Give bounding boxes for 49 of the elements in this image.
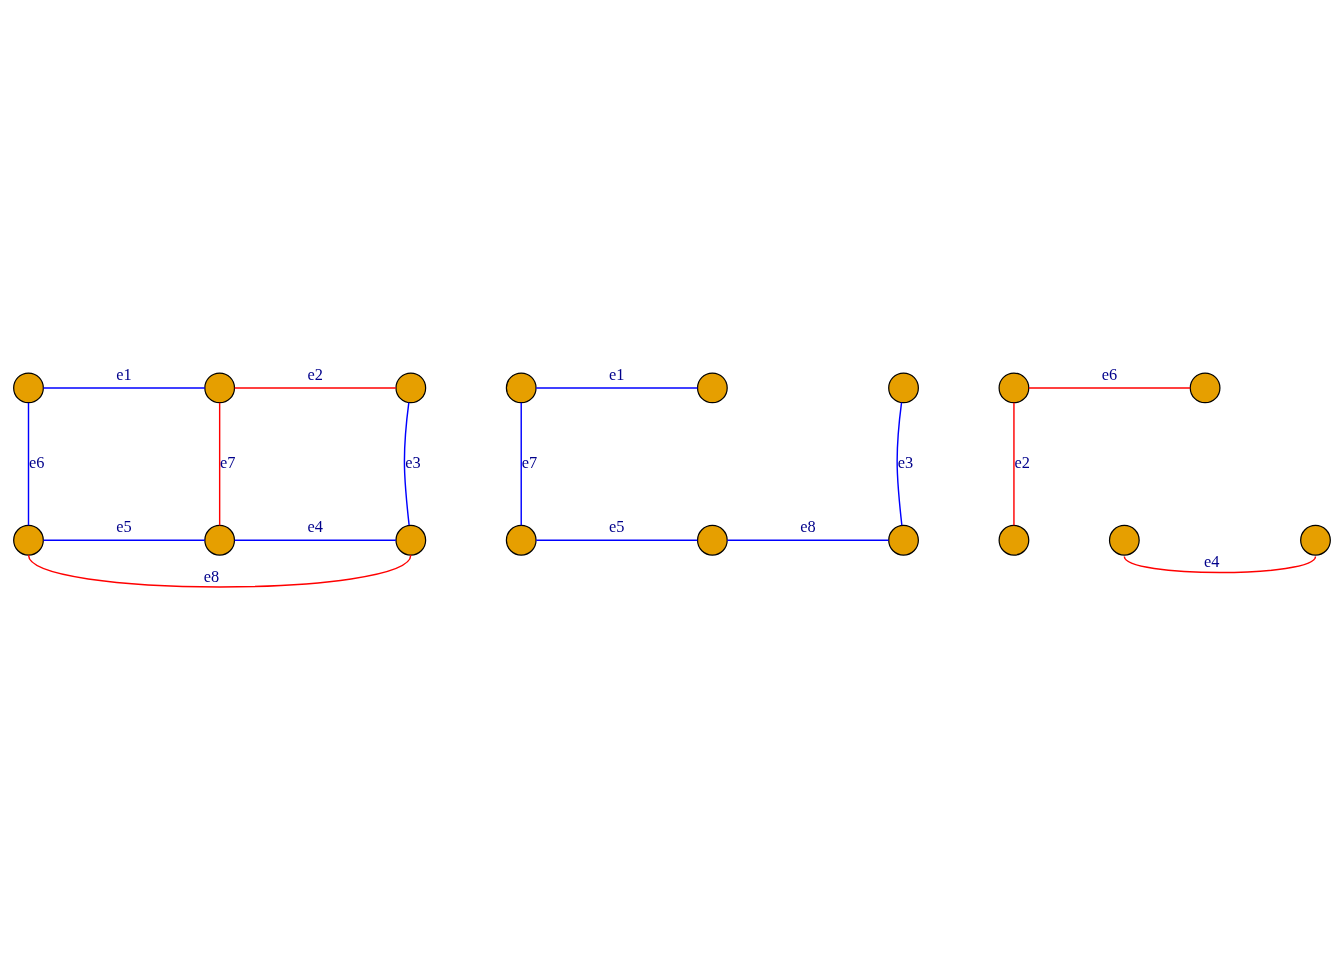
edge-label: e2 <box>307 364 323 384</box>
node-circle <box>395 524 427 556</box>
edge-label: e8 <box>800 516 816 536</box>
edge-label: e4 <box>307 516 323 536</box>
connector <box>535 387 699 389</box>
node-circle <box>505 372 537 404</box>
node-circle <box>505 524 537 556</box>
node-circle <box>998 524 1030 556</box>
connector <box>403 401 410 526</box>
node-circle <box>395 372 427 404</box>
node-circle <box>696 524 728 556</box>
edge-label: e5 <box>609 516 625 536</box>
node-circle <box>204 524 236 556</box>
edge-label: e2 <box>1014 452 1030 472</box>
connector <box>42 387 206 389</box>
connector <box>27 554 412 588</box>
edge-label: e6 <box>28 452 45 472</box>
edge-label: e7 <box>521 452 538 472</box>
connector <box>1123 555 1317 574</box>
connector <box>520 402 522 527</box>
edge-label: e4 <box>1204 552 1220 572</box>
edge-label: e1 <box>609 364 625 384</box>
edge-label: e6 <box>1101 364 1118 384</box>
connector <box>726 539 890 541</box>
edge-label: e7 <box>220 452 236 472</box>
node-circle <box>888 524 919 556</box>
edge-label: e1 <box>116 364 132 384</box>
edge-label: e3 <box>405 452 421 472</box>
connector <box>233 387 397 389</box>
node-circle <box>13 524 44 556</box>
connector <box>27 402 30 527</box>
edge-label: e3 <box>897 452 914 472</box>
edge-label: e5 <box>116 516 132 536</box>
connector <box>1013 402 1015 527</box>
connector <box>233 539 397 541</box>
node-circle <box>1189 372 1221 404</box>
node-circle <box>998 372 1030 404</box>
node-circle <box>1108 524 1140 556</box>
edge-label: e8 <box>203 566 220 586</box>
connector <box>42 539 206 541</box>
connector <box>218 402 221 527</box>
node-circle <box>888 372 919 404</box>
connector <box>896 401 903 526</box>
node-circle <box>13 372 44 404</box>
connector <box>1028 387 1191 389</box>
node-circle <box>696 372 728 404</box>
connector <box>535 539 699 541</box>
node-circle <box>204 372 236 404</box>
node-circle <box>1300 524 1331 556</box>
